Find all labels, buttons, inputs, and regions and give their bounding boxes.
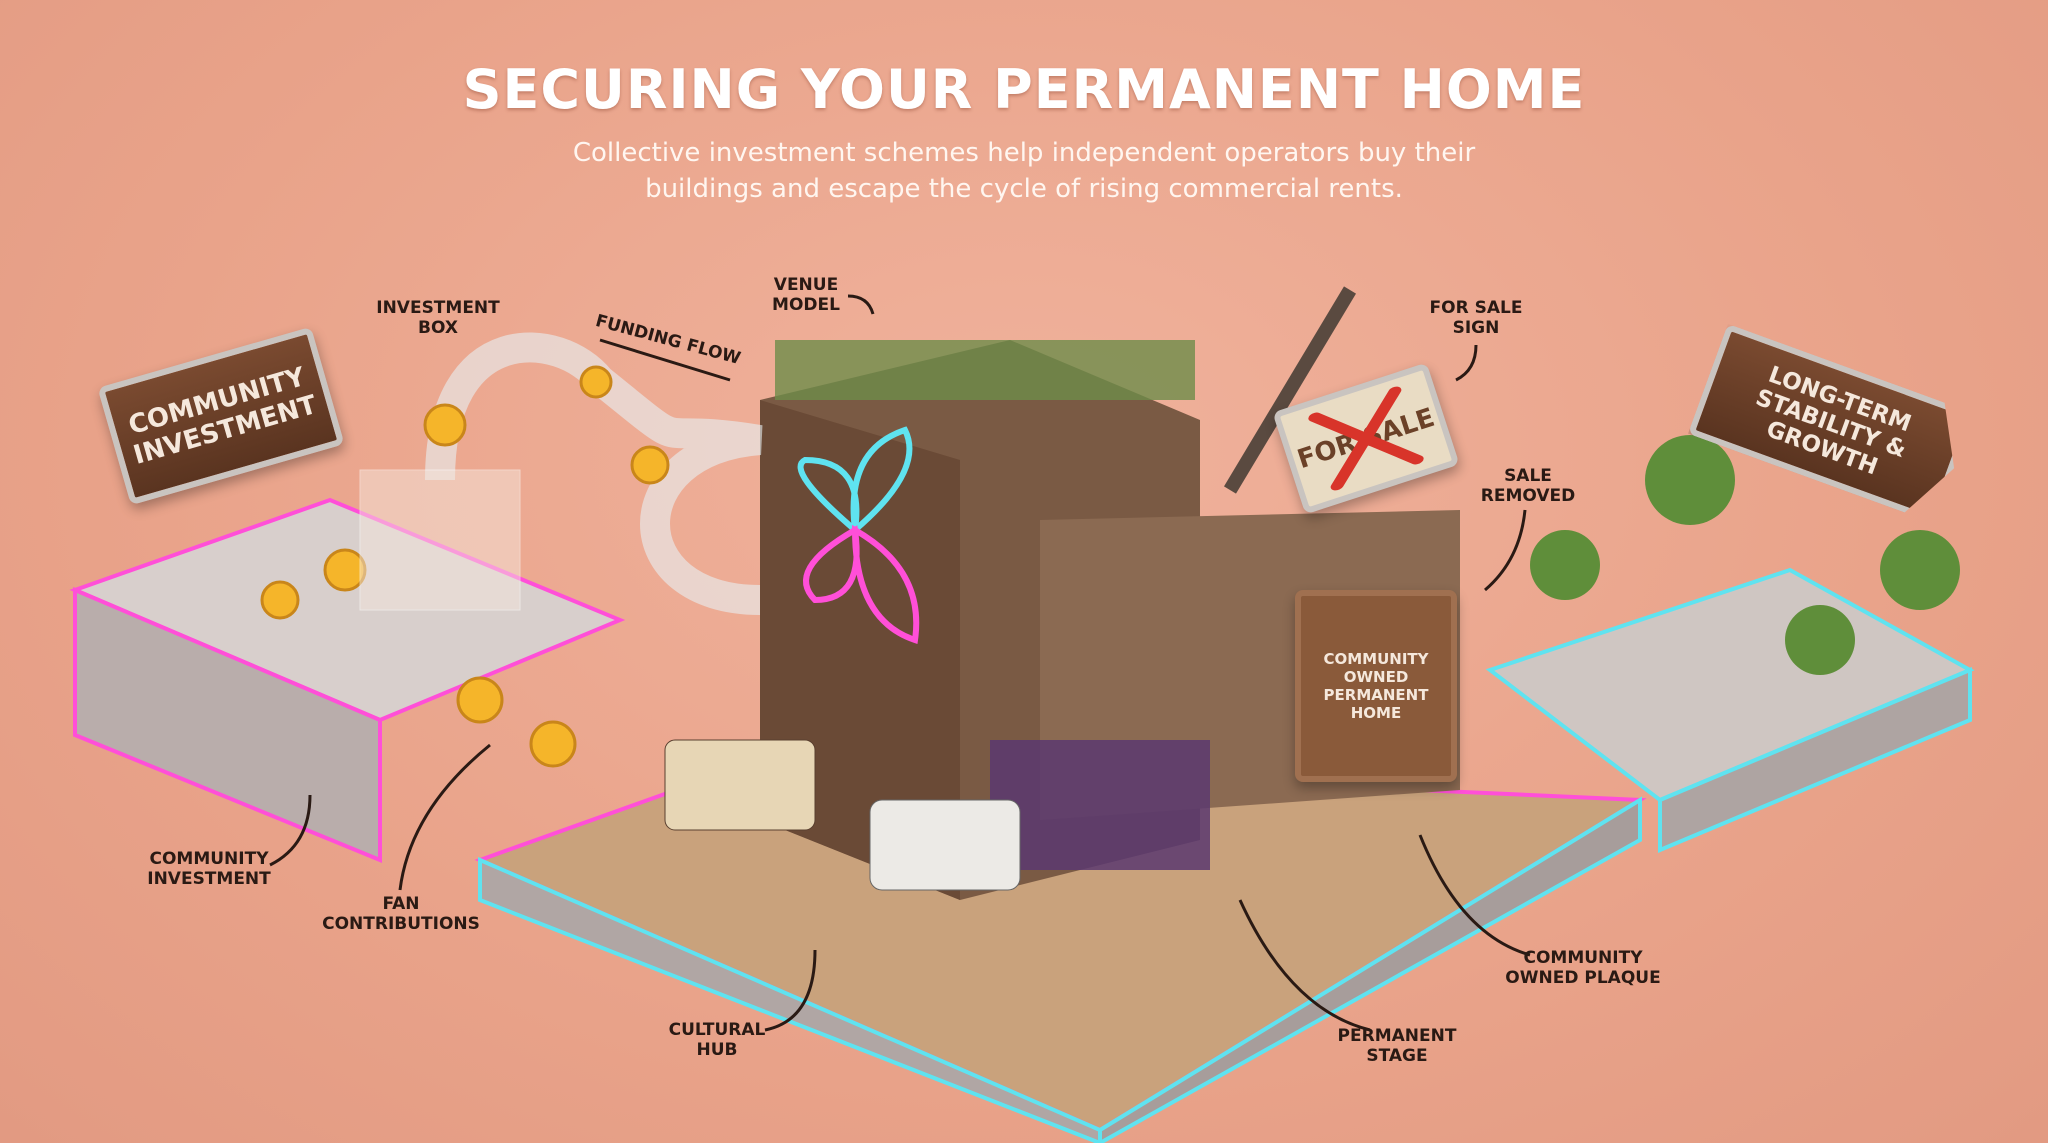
investment-box [359, 469, 521, 611]
for-sale-text: FOR SALE [1293, 402, 1439, 475]
label-investment-box: INVESTMENT BOX [376, 298, 500, 338]
left-platform-side [73, 586, 382, 863]
label-fan-contributions: FAN CONTRIBUTIONS [322, 894, 480, 934]
main-platform-side-left [478, 856, 1102, 1143]
label-for-sale-sign: FOR SALE SIGN [1429, 298, 1523, 338]
label-permanent-stage: PERMANENT STAGE [1337, 1026, 1457, 1066]
label-sale-removed: SALE REMOVED [1480, 466, 1576, 506]
coin-icons [260, 365, 670, 768]
community-owned-plaque: COMMUNITY OWNED PERMANENT HOME [1295, 590, 1457, 782]
page-title: SECURING YOUR PERMANENT HOME [462, 58, 1586, 121]
crane [1223, 286, 1357, 494]
label-community-investment: COMMUNITY INVESTMENT [147, 849, 271, 889]
trees [1530, 435, 1960, 675]
label-community-owned-plaque: COMMUNITY OWNED PLAQUE [1505, 948, 1661, 988]
right-platform-side [1658, 666, 1972, 854]
food-truck [664, 739, 816, 831]
van [869, 799, 1021, 891]
main-platform-side-right [1098, 796, 1642, 1143]
neon-flower-logo-icon [797, 426, 920, 644]
subtitle-line-2: buildings and escape the cycle of rising… [645, 174, 1403, 204]
right-platform [1485, 567, 1975, 803]
callout-arrows [269, 294, 1531, 1032]
label-venue-model: VENUE MODEL [772, 275, 840, 315]
subtitle-line-1: Collective investment schemes help indep… [572, 138, 1476, 168]
label-cultural-hub: CULTURAL HUB [668, 1020, 766, 1060]
stage [990, 740, 1210, 870]
funding-pipe [425, 332, 763, 615]
rooftop-garden [775, 340, 1195, 400]
